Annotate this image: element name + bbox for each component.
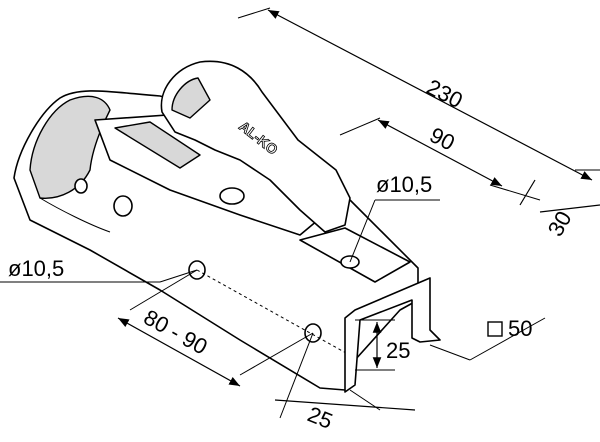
dim-hole-diameter-side: ø10,5 [0,256,198,283]
dim-side-offset: 30 [489,179,600,241]
dim-label-50: 50 [508,316,532,341]
dim-drawbar-square: 50 [429,316,546,361]
side-rivet [113,195,133,217]
dim-hole-diameter-top: ø10,5 [349,172,440,263]
hole-centre-line [196,269,356,359]
dim-label-diameter-top: ø10,5 [376,172,432,197]
dim-hole-height: 25 [355,319,410,371]
inner-bolt-hole [219,187,245,205]
side-bolt [74,178,88,194]
dim-label-90: 90 [426,122,459,155]
square-symbol-icon [487,321,503,337]
dim-label-230: 230 [423,74,467,113]
coupling-body [13,90,441,393]
dim-label-25-height: 25 [386,338,410,363]
dim-label-30: 30 [543,207,577,241]
dim-label-diameter-side: ø10,5 [8,256,64,281]
dim-label-25-end: 25 [304,401,336,433]
